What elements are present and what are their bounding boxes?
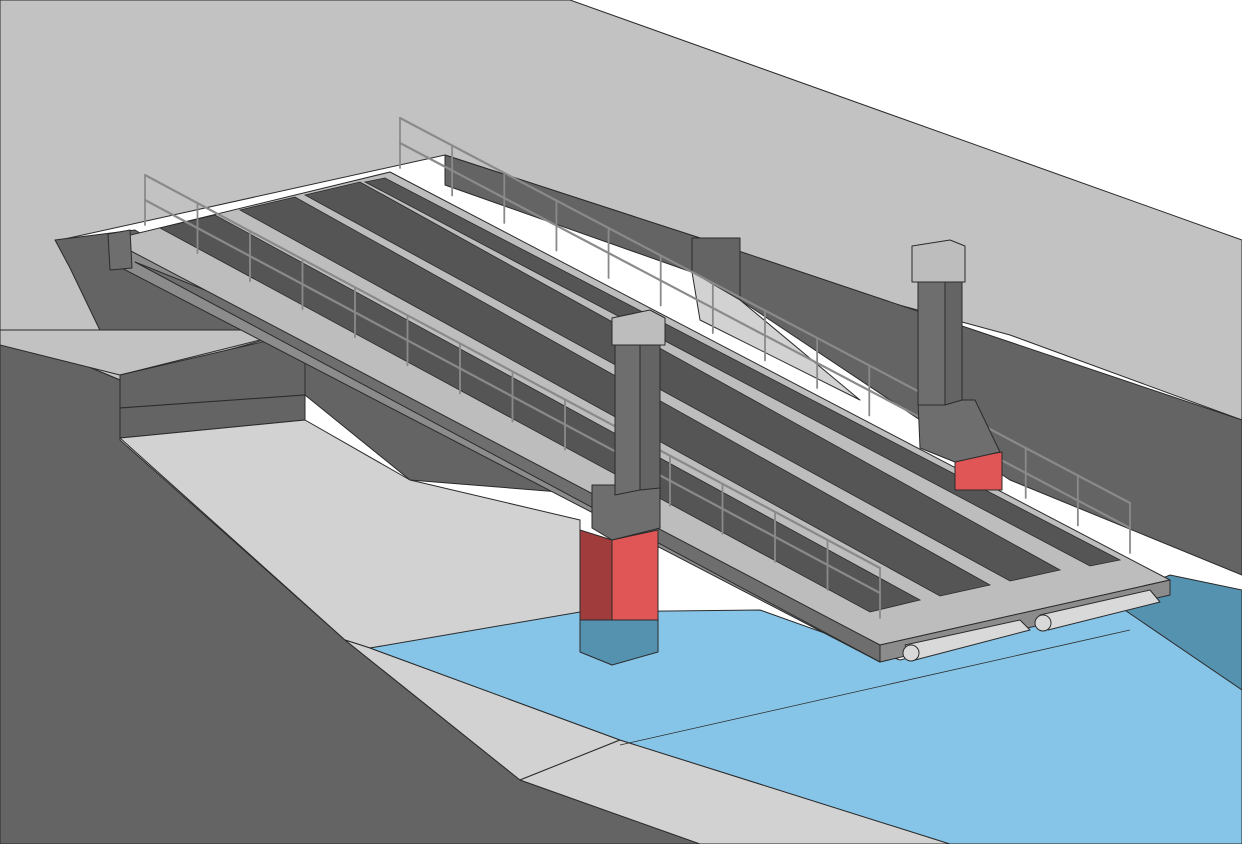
far-channel-wall — [444, 154, 1242, 576]
roller-2-cap — [1034, 614, 1052, 632]
near-pier-submerged — [579, 619, 659, 666]
near-column — [614, 324, 641, 496]
grating-lane-4 — [363, 177, 1122, 567]
far-pier-assembly — [911, 239, 1003, 491]
near-column-cap — [611, 309, 666, 346]
near-pier-front — [579, 529, 613, 621]
far-railing — [398, 116, 1132, 554]
near-pier-side — [611, 529, 659, 621]
far-column-base — [917, 399, 1001, 463]
near-pier-assembly — [579, 309, 666, 666]
far-column-cap — [911, 239, 966, 283]
water-shadow-line — [619, 629, 1131, 746]
grating-lane-3 — [303, 181, 1062, 582]
deck-hinge-plate — [107, 229, 133, 271]
roller-1-cap — [902, 644, 920, 662]
end-rollers — [902, 589, 1161, 662]
channel-floor-strip — [519, 739, 951, 844]
